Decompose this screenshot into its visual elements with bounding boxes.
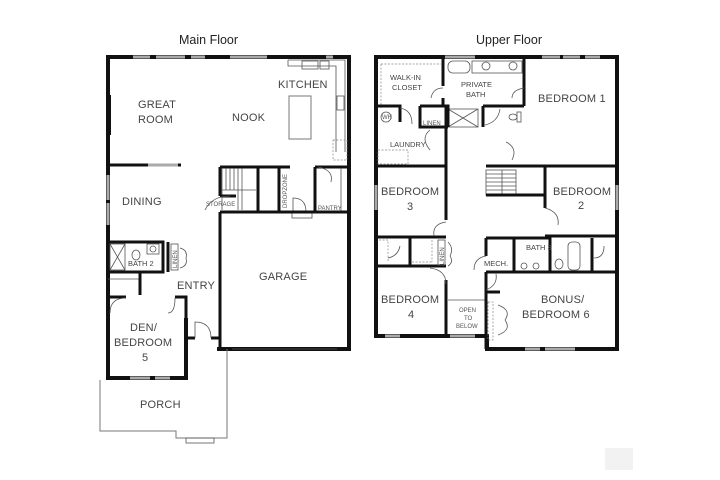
garage-label: GARAGE [259,271,307,283]
walk-in-closet-label-2: CLOSET [392,83,422,92]
mech-label: MECH. [484,259,508,268]
bath-3-label: BATH 3 [526,243,552,252]
upper-floor: Upper Floor WALK-IN CLOSET PRIVATE BATH [374,33,619,351]
pantry-label: PANTRY [318,206,342,212]
bedroom-4-label-2: 4 [408,309,414,321]
bath-2-label: BATH 2 [128,259,154,268]
bedroom-4-label-1: BEDROOM [381,294,439,306]
bedroom-2-label-1: BEDROOM [553,186,611,198]
linen-hall-label: LINEN [440,247,446,265]
bedroom-2-label-2: 2 [578,200,584,212]
upper-floor-title: Upper Floor [476,33,542,47]
main-floor: Main Floor [99,33,351,444]
bonus-label-1: BONUS/ [541,294,585,306]
bonus-label-2: BEDROOM 6 [522,309,590,321]
porch-label: PORCH [140,399,181,411]
great-room-label-1: GREAT [138,99,176,111]
entry-label: ENTRY [177,280,216,292]
storage-label: STORAGE [206,202,235,208]
bedroom-1-label: BEDROOM 1 [538,93,606,105]
den-label-3: 5 [142,352,148,364]
dropzone-label: DROPZONE [283,174,289,208]
linen-upper-label: LINEN [423,121,441,127]
walk-in-closet-label-1: WALK-IN [390,73,421,82]
bedroom-3-label-2: 3 [407,201,413,213]
nook-label: NOOK [232,112,266,124]
private-bath-label-1: PRIVATE [461,80,492,89]
main-floor-title: Main Floor [179,33,238,47]
bedroom-3-label-1: BEDROOM [381,186,439,198]
den-label-1: DEN/ [130,322,158,334]
great-room-label-2: ROOM [138,114,173,126]
open-to-below-label-3: BELOW [456,324,478,330]
open-to-below-label-2: TO [464,316,473,322]
dining-label: DINING [122,196,162,208]
watermark-icon [605,448,633,470]
open-to-below-label-1: OPEN [459,308,476,314]
wh-label: WH [382,115,392,121]
linen-label: LINEN [173,250,179,268]
private-bath-label-2: BATH [466,90,485,99]
kitchen-label: KITCHEN [278,79,328,91]
laundry-label: LAUNDRY [390,140,426,149]
den-label-2: BEDROOM [114,337,172,349]
